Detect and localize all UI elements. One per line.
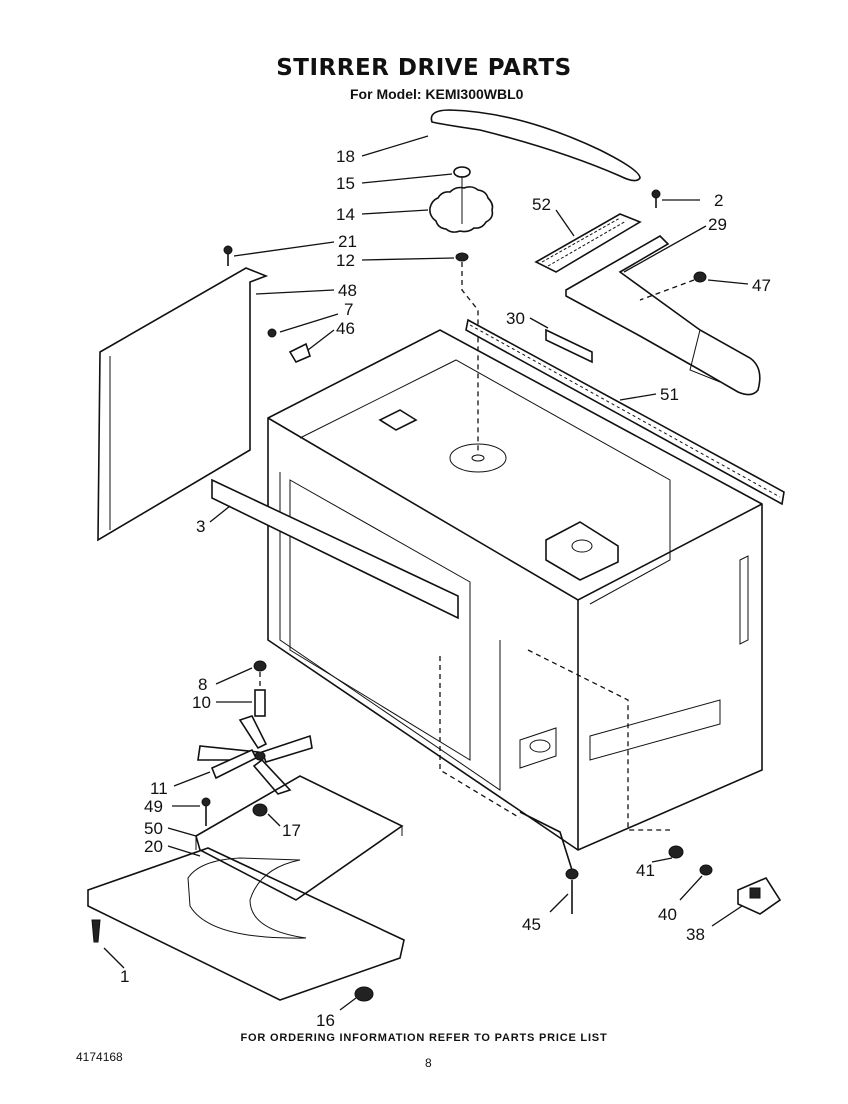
callout-41: 41	[636, 861, 655, 880]
callout-12: 12	[336, 251, 355, 270]
callout-20: 20	[144, 837, 163, 856]
part-bracket-29	[565, 235, 761, 396]
part-strip-51	[465, 318, 785, 506]
part-clip-46	[288, 342, 311, 364]
part-stirrer-gear	[429, 166, 494, 455]
callout-21: 21	[338, 232, 357, 251]
callout-11: 11	[150, 779, 168, 798]
part-stirrer-shaft	[253, 660, 267, 717]
callout-45: 45	[522, 915, 541, 934]
part-side-panel-48	[97, 267, 269, 542]
part-belt	[430, 109, 641, 182]
callout-46: 46	[336, 319, 355, 338]
part-nut-17	[252, 803, 268, 817]
callout-1: 1	[120, 967, 129, 986]
part-choke-3	[211, 478, 459, 620]
part-thermal-cutout-45	[439, 656, 579, 914]
callout-40: 40	[658, 905, 677, 924]
part-bottom-cover-20	[87, 847, 405, 1001]
callout-16: 16	[316, 1011, 335, 1030]
callout-50: 50	[144, 819, 163, 838]
part-nut-47	[693, 271, 707, 283]
callout-15: 15	[336, 174, 355, 193]
part-switch-38	[737, 876, 782, 915]
document-number: 4174168	[76, 1050, 123, 1064]
cabinet-assembly	[267, 329, 763, 851]
part-screw-21	[223, 245, 233, 266]
part-washer-40	[699, 864, 713, 876]
callout-7: 7	[344, 300, 353, 319]
callout-2: 2	[714, 191, 723, 210]
callout-38: 38	[686, 925, 705, 944]
callout-48: 48	[338, 281, 357, 300]
callout-49: 49	[144, 797, 163, 816]
callout-47: 47	[752, 276, 771, 295]
callout-30: 30	[506, 309, 525, 328]
model-subtitle: For Model: KEMI300WBL0	[350, 86, 524, 102]
callout-3: 3	[196, 517, 205, 536]
callout-leaders	[103, 135, 749, 1011]
part-screw-2	[651, 189, 661, 208]
part-screw-7	[267, 328, 277, 338]
callout-29: 29	[708, 215, 727, 234]
callout-18: 18	[336, 147, 355, 166]
callout-52: 52	[532, 195, 551, 214]
callout-17: 17	[282, 821, 301, 840]
callout-10: 10	[192, 693, 211, 712]
part-screw-1	[91, 919, 101, 943]
part-screw-49	[201, 797, 211, 826]
page-number: 8	[425, 1056, 432, 1070]
callout-51: 51	[660, 385, 679, 404]
page-title: STIRRER DRIVE PARTS	[276, 55, 572, 81]
part-foot-16	[354, 986, 374, 1002]
callout-14: 14	[336, 205, 355, 224]
part-strip-30	[545, 328, 593, 364]
part-nut-41	[668, 845, 684, 859]
part-bracket-50	[195, 775, 404, 901]
part-stirrer-blade-11	[197, 715, 313, 795]
ordering-note: FOR ORDERING INFORMATION REFER TO PARTS …	[240, 1032, 608, 1044]
callout-8: 8	[198, 675, 207, 694]
